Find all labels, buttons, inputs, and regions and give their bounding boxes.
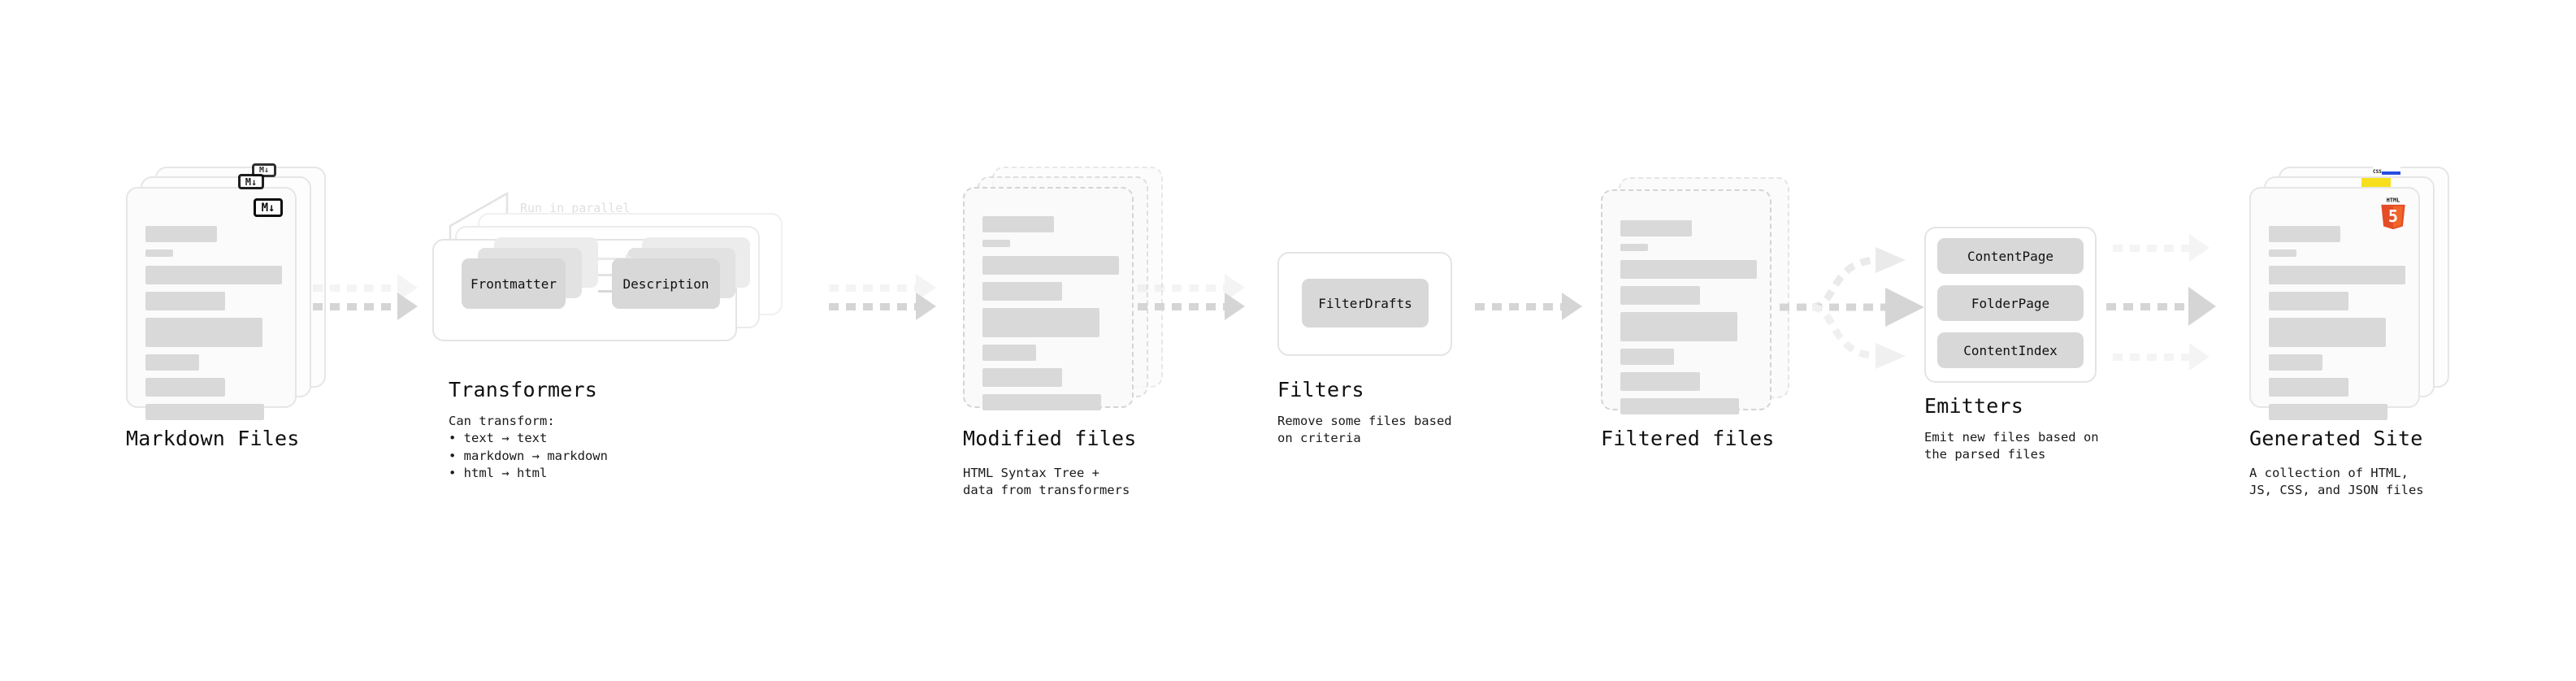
arrow-shaft <box>313 284 398 292</box>
skeleton-lines <box>2269 226 2405 427</box>
arrow-shaft <box>1475 302 1563 310</box>
arrow-head <box>397 293 418 320</box>
stage-title-emitters: Emitters <box>1924 394 2024 418</box>
emitter-chip-contentpage[interactable]: ContentPage <box>1937 238 2084 274</box>
flow-arrow-3-top <box>1138 274 1245 301</box>
emitter-chip-contentpage-label: ContentPage <box>1967 248 2053 264</box>
markdown-icon-letter: M <box>261 201 268 215</box>
skeleton-lines <box>1620 220 1757 422</box>
stage-subtitle-emitters: Emit new files based on the parsed files <box>1924 430 2099 462</box>
arrow-shaft <box>2113 353 2190 361</box>
arrow-head <box>916 293 936 320</box>
markdown-icon-mid: M↓ <box>238 174 264 189</box>
modified-file-card-front <box>963 187 1134 410</box>
markdown-icon-letter-back: M↓ <box>258 165 270 175</box>
filtered-file-card-front <box>1601 189 1772 414</box>
filter-chip-filterdrafts[interactable]: FilterDrafts <box>1302 279 1429 327</box>
arrow-head <box>2189 343 2210 371</box>
transformer-chip-description[interactable]: Description <box>612 258 720 309</box>
emitter-chip-contentindex[interactable]: ContentIndex <box>1937 332 2084 368</box>
html5-icon: HTML 5 <box>2381 197 2405 230</box>
arrow-shaft <box>2113 244 2190 252</box>
generated-file-card-front: HTML 5 <box>2249 187 2420 420</box>
arrow-head <box>2189 234 2210 262</box>
svg-text:5: 5 <box>2388 206 2398 226</box>
flow-arrow-4 <box>1475 293 1582 320</box>
stage-title-modified-files: Modified files <box>963 427 1137 450</box>
arrow-shaft <box>2106 302 2189 310</box>
flow-arrow-1 <box>313 293 418 320</box>
arrow-shaft <box>829 284 917 292</box>
css3-icon-label: CSS <box>2373 169 2382 175</box>
stage-subtitle-generated-site: A collection of HTML, JS, CSS, and JSON … <box>2249 466 2424 498</box>
arrow-head <box>2188 287 2216 326</box>
flow-arrow-1-top <box>313 274 418 301</box>
arrow-head <box>1225 293 1245 320</box>
stage-title-markdown-files: Markdown Files <box>126 427 300 450</box>
transformer-chip-frontmatter[interactable]: Frontmatter <box>462 258 566 309</box>
markdown-file-card-front: M↓ <box>126 187 297 420</box>
markdown-icon-letter-mid: M↓ <box>245 176 258 188</box>
arrow-shaft <box>313 302 398 310</box>
markdown-icon-arrow: ↓ <box>268 201 275 215</box>
run-in-parallel-brace <box>449 191 509 242</box>
arrow-shaft <box>829 302 917 310</box>
css3-icon: CSS <box>2373 165 2400 175</box>
flow-arrow-6-bottom <box>2113 343 2210 371</box>
run-in-parallel-label: Run in parallel <box>520 201 631 215</box>
arrow-shaft <box>1138 284 1225 292</box>
flow-arrow-2-top <box>829 274 936 301</box>
flow-arrow-3 <box>1138 293 1245 320</box>
emitter-chip-folderpage-label: FolderPage <box>1971 295 2050 311</box>
stage-title-transformers: Transformers <box>449 378 598 401</box>
skeleton-lines <box>145 226 282 427</box>
stage-subtitle-filters: Remove some files based on criteria <box>1277 414 1452 446</box>
stage-title-filtered-files: Filtered files <box>1601 427 1775 450</box>
filter-chip-filterdrafts-label: FilterDrafts <box>1318 295 1412 311</box>
flow-arrow-6-top <box>2113 234 2210 262</box>
flow-arrow-6 <box>2106 287 2216 326</box>
css3-icon-bar <box>2381 171 2400 175</box>
emitter-chip-folderpage[interactable]: FolderPage <box>1937 285 2084 321</box>
arrow-head <box>1562 293 1582 320</box>
flow-arrow-2 <box>829 293 936 320</box>
emitter-chip-contentindex-label: ContentIndex <box>1963 342 2058 358</box>
skeleton-lines <box>982 216 1119 418</box>
stage-subtitle-transformers: Can transform: • text → text • markdown … <box>449 414 608 481</box>
stage-title-generated-site: Generated Site <box>2249 427 2423 450</box>
transformer-chip-description-label: Description <box>622 275 709 292</box>
stage-title-filters: Filters <box>1277 378 1364 401</box>
svg-text:HTML: HTML <box>2387 197 2400 203</box>
markdown-icon-back: M↓ <box>252 163 276 177</box>
stage-subtitle-modified-files: HTML Syntax Tree + data from transformer… <box>963 466 1130 498</box>
markdown-icon: M↓ <box>254 198 283 217</box>
arrow-shaft <box>1138 302 1225 310</box>
flow-arrow-5-fanout <box>1780 247 1924 369</box>
transformer-chip-frontmatter-label: Frontmatter <box>471 275 557 292</box>
